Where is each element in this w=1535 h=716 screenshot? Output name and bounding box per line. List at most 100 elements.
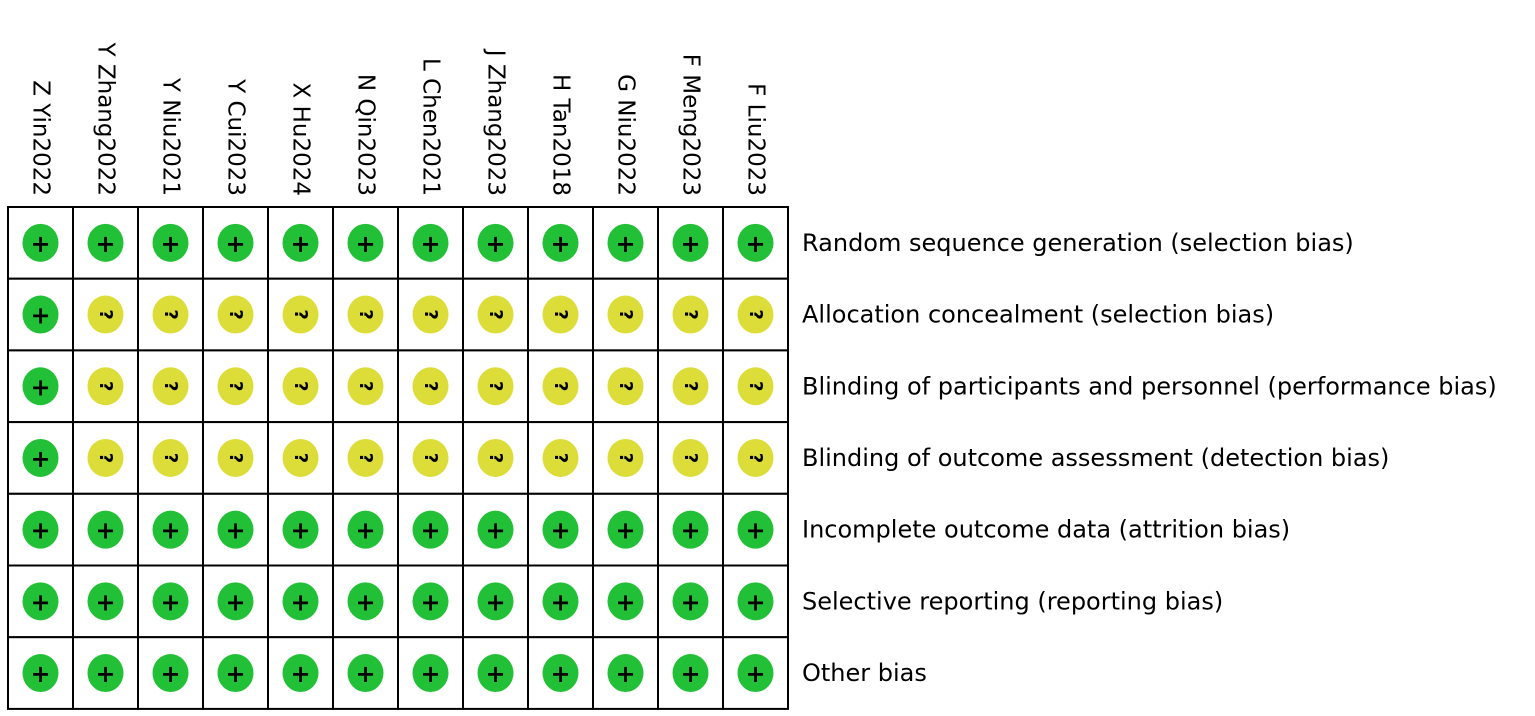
low-risk-dot (347, 654, 384, 693)
plus-symbol: + (30, 373, 50, 401)
study-label: Y Zhang2022 (93, 42, 119, 197)
plus-symbol: + (30, 660, 50, 688)
study-label: Y Cui2023 (223, 78, 249, 196)
plus-symbol: + (680, 517, 700, 545)
plus-symbol: + (95, 230, 115, 258)
study-label: Z Yin2022 (28, 80, 54, 196)
low-risk-dot (542, 510, 579, 549)
question-symbol: ? (95, 309, 116, 319)
domain-label: Other bias (802, 659, 927, 687)
plus-symbol: + (485, 517, 505, 545)
plus-symbol: + (290, 517, 310, 545)
plus-symbol: + (615, 660, 635, 688)
judgement-cell (527, 636, 594, 710)
question-symbol: ? (355, 453, 376, 463)
plus-symbol: + (30, 230, 50, 258)
plus-symbol: + (485, 588, 505, 616)
plus-symbol: + (160, 230, 180, 258)
low-risk-dot (87, 223, 124, 262)
domain-label: Selective reporting (reporting bias) (802, 587, 1223, 615)
question-symbol: ? (355, 309, 376, 319)
question-symbol: ? (680, 453, 701, 463)
plus-symbol: + (550, 660, 570, 688)
question-symbol: ? (225, 309, 246, 319)
plus-symbol: + (225, 588, 245, 616)
low-risk-dot (477, 223, 514, 262)
plus-symbol: + (30, 445, 50, 473)
low-risk-dot (282, 582, 319, 621)
plus-symbol: + (420, 230, 440, 258)
low-risk-dot (737, 510, 774, 549)
low-risk-dot (217, 582, 254, 621)
low-risk-dot (672, 582, 709, 621)
unclear-risk-dot (477, 438, 514, 477)
study-label: H Tan2018 (548, 74, 574, 196)
low-risk-dot (22, 295, 59, 334)
plus-symbol: + (615, 588, 635, 616)
study-label: F Meng2023 (678, 54, 704, 196)
unclear-risk-dot (542, 367, 579, 406)
domain-label: Allocation concealment (selection bias) (802, 301, 1274, 329)
plus-symbol: + (225, 517, 245, 545)
unclear-risk-dot (282, 438, 319, 477)
plus-symbol: + (30, 517, 50, 545)
low-risk-dot (152, 510, 189, 549)
unclear-risk-dot (217, 438, 254, 477)
judgement-cell (202, 349, 269, 424)
low-risk-dot (152, 223, 189, 262)
plus-symbol: + (30, 588, 50, 616)
low-risk-dot (217, 510, 254, 549)
plus-symbol: + (30, 302, 50, 330)
plus-symbol: + (290, 230, 310, 258)
plus-symbol: + (745, 517, 765, 545)
question-symbol: ? (485, 381, 506, 391)
grid-cells: +++++++++++++???????????+???????????+???… (7, 206, 789, 710)
unclear-risk-dot (672, 438, 709, 477)
unclear-risk-dot (87, 295, 124, 334)
question-symbol: ? (160, 309, 181, 319)
unclear-risk-dot (347, 438, 384, 477)
plus-symbol: + (680, 588, 700, 616)
question-symbol: ? (420, 453, 441, 463)
question-symbol: ? (355, 381, 376, 391)
unclear-risk-dot (412, 367, 449, 406)
unclear-risk-dot (152, 367, 189, 406)
low-risk-dot (22, 582, 59, 621)
low-risk-dot (477, 510, 514, 549)
low-risk-dot (22, 654, 59, 693)
question-symbol: ? (420, 381, 441, 391)
low-risk-dot (672, 223, 709, 262)
study-label: G Niu2022 (613, 74, 639, 196)
unclear-risk-dot (152, 438, 189, 477)
plus-symbol: + (95, 517, 115, 545)
plus-symbol: + (745, 660, 765, 688)
question-symbol: ? (550, 453, 571, 463)
question-symbol: ? (290, 381, 311, 391)
low-risk-dot (87, 654, 124, 693)
domain-label: Random sequence generation (selection bi… (802, 229, 1354, 257)
low-risk-dot (412, 582, 449, 621)
unclear-risk-dot (672, 367, 709, 406)
low-risk-dot (282, 654, 319, 693)
plus-symbol: + (225, 660, 245, 688)
unclear-risk-dot (737, 438, 774, 477)
low-risk-dot (737, 582, 774, 621)
study-label: F Liu2023 (743, 83, 769, 196)
low-risk-dot (672, 654, 709, 693)
unclear-risk-dot (607, 367, 644, 406)
low-risk-dot (607, 510, 644, 549)
unclear-risk-dot (217, 295, 254, 334)
plus-symbol: + (550, 230, 570, 258)
unclear-risk-dot (672, 295, 709, 334)
plus-symbol: + (225, 230, 245, 258)
domain-label: Blinding of participants and personnel (… (802, 372, 1497, 400)
low-risk-dot (672, 510, 709, 549)
unclear-risk-dot (607, 438, 644, 477)
unclear-risk-dot (607, 295, 644, 334)
low-risk-dot (347, 223, 384, 262)
low-risk-dot (347, 582, 384, 621)
plus-symbol: + (485, 660, 505, 688)
low-risk-dot (542, 654, 579, 693)
question-symbol: ? (225, 453, 246, 463)
